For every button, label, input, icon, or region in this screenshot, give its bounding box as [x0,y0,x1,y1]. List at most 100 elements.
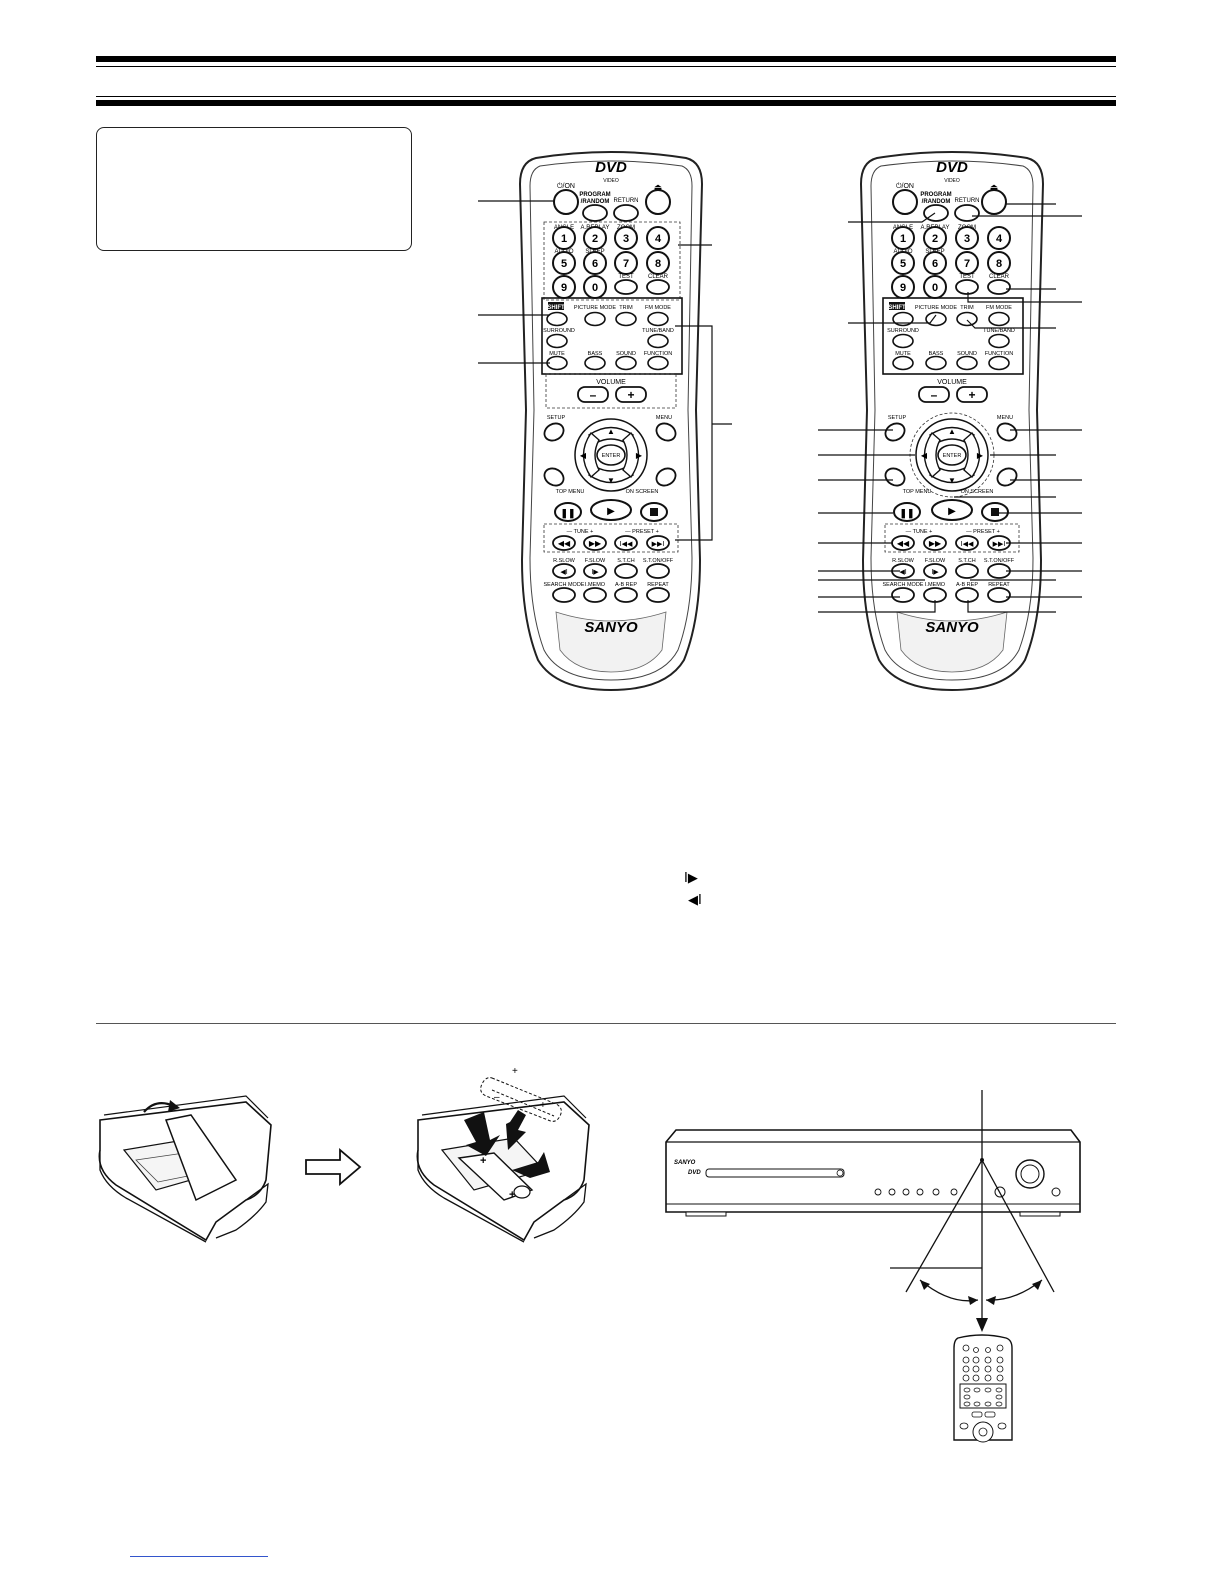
program-random-button[interactable] [582,204,608,222]
svg-text:CLEAR: CLEAR [648,274,669,280]
svg-text:R.SLOW: R.SLOW [892,558,915,564]
num-key-1: 1 [552,226,576,250]
svg-text:9: 9 [900,282,906,294]
enter-button [596,444,626,466]
svg-text:+: + [627,388,634,402]
svg-text:9: 9 [561,282,567,294]
svg-text:⏏: ⏏ [990,182,999,192]
svg-text:3: 3 [623,233,629,245]
num-key-4: 4 [646,226,670,250]
svg-text:–: – [931,388,938,402]
num-key-3: 3 [614,226,638,250]
svg-text:◀: ◀ [580,451,587,460]
svg-text:3: 3 [964,233,970,245]
volume-down-button [577,386,609,403]
svg-text:SEARCH MODE: SEARCH MODE [544,582,585,588]
svg-text:▶: ▶ [607,506,615,517]
svg-text:▶▶: ▶▶ [589,539,602,548]
svg-text:/RANDOM: /RANDOM [922,199,951,205]
svg-text:S.T.ON/OFF: S.T.ON/OFF [984,558,1015,564]
svg-text:◀◀: ◀◀ [558,539,571,548]
svg-text:VOLUME: VOLUME [596,379,626,386]
svg-text:SOUND: SOUND [616,351,636,357]
svg-text:▶▶I: ▶▶I [993,541,1006,548]
clear-button [646,279,670,295]
svg-text:4: 4 [996,233,1003,245]
top-menu-button [543,467,565,487]
svg-text:REPEAT: REPEAT [988,582,1010,588]
svg-text:SOUND: SOUND [957,351,977,357]
svg-text:+: + [968,388,975,402]
svg-text:I◀◀: I◀◀ [961,541,974,548]
svg-text:8: 8 [655,258,661,270]
svg-text:CLEAR: CLEAR [989,274,1010,280]
svg-text:+: + [512,1066,518,1077]
svg-text:I.MEMO: I.MEMO [585,582,606,588]
svg-text:SANYO: SANYO [674,1160,696,1166]
svg-text:▶▶I: ▶▶I [652,541,665,548]
svg-text:SURROUND: SURROUND [887,328,919,334]
svg-text:8: 8 [996,258,1002,270]
svg-text:A-B REP: A-B REP [956,582,978,588]
svg-text:REPEAT: REPEAT [647,582,669,588]
setup-button [543,422,565,442]
svg-text:FUNCTION: FUNCTION [985,351,1013,357]
svg-text:2: 2 [592,233,598,245]
svg-text:BASS: BASS [588,351,603,357]
dvd-player: SANYO DVD [665,1129,1081,1217]
eject-button[interactable] [645,189,671,215]
svg-text:TRIM: TRIM [960,305,974,311]
arrow-step [305,1148,362,1186]
svg-text:SANYO: SANYO [925,619,979,636]
svg-text:— PRESET +: — PRESET + [966,529,1000,535]
svg-text:TEST: TEST [959,274,975,280]
dvd-logo: DVD [595,159,627,176]
svg-text:PICTURE MODE: PICTURE MODE [915,305,958,311]
svg-text:PROGRAM: PROGRAM [920,192,951,198]
svg-text:7: 7 [623,258,629,270]
picture-mode-button [584,311,606,327]
f-slow-symbol: I▶ [684,871,698,886]
shift-button [546,311,568,327]
svg-text:0: 0 [592,282,598,294]
svg-text:TEST: TEST [618,274,634,280]
battery-step2: + + + + – [416,1066,590,1243]
svg-text:0: 0 [932,282,938,294]
power-label: ⏻/ON [557,182,575,190]
svg-text:S.T.CH: S.T.CH [958,558,975,564]
svg-text:ENTER: ENTER [943,453,962,459]
svg-text:+: + [540,1100,546,1111]
svg-text:TUNE/BAND: TUNE/BAND [983,328,1015,334]
svg-text:MENU: MENU [656,415,672,421]
svg-text:+: + [480,1155,486,1167]
svg-text:FM MODE: FM MODE [645,305,671,311]
battery-step1 [98,1095,272,1243]
play-button [590,499,632,521]
svg-text:SURROUND: SURROUND [543,328,575,334]
sanyo-logo: SANYO [584,619,638,636]
svg-text:▼: ▼ [607,476,615,485]
video-text: VIDEO [603,178,619,184]
svg-text:◀: ◀ [921,451,928,460]
svg-text:❚❚: ❚❚ [899,508,914,519]
bottom-link-underline [130,1556,268,1557]
svg-text:R.SLOW: R.SLOW [553,558,576,564]
svg-text:S.T.ON/OFF: S.T.ON/OFF [643,558,674,564]
svg-text:+: + [509,1189,515,1201]
header-rule-thick-bottom [96,100,1116,106]
svg-text:6: 6 [932,258,938,270]
svg-text:▶: ▶ [948,506,956,517]
bass-button [584,355,606,371]
svg-text:I.MEMO: I.MEMO [925,582,946,588]
header-rule-thin-top [96,66,1116,67]
svg-text:◀I: ◀I [560,569,567,576]
shift-label: SHIFT [547,305,565,311]
svg-text:5: 5 [900,258,906,270]
svg-text:DVD: DVD [936,159,968,176]
power-button[interactable] [553,189,579,215]
section-divider [96,1023,1116,1024]
svg-text:— PRESET +: — PRESET + [625,529,659,535]
return-button[interactable] [613,204,639,222]
num-key-5: 5 [552,251,576,275]
svg-text:VIDEO: VIDEO [944,178,960,184]
